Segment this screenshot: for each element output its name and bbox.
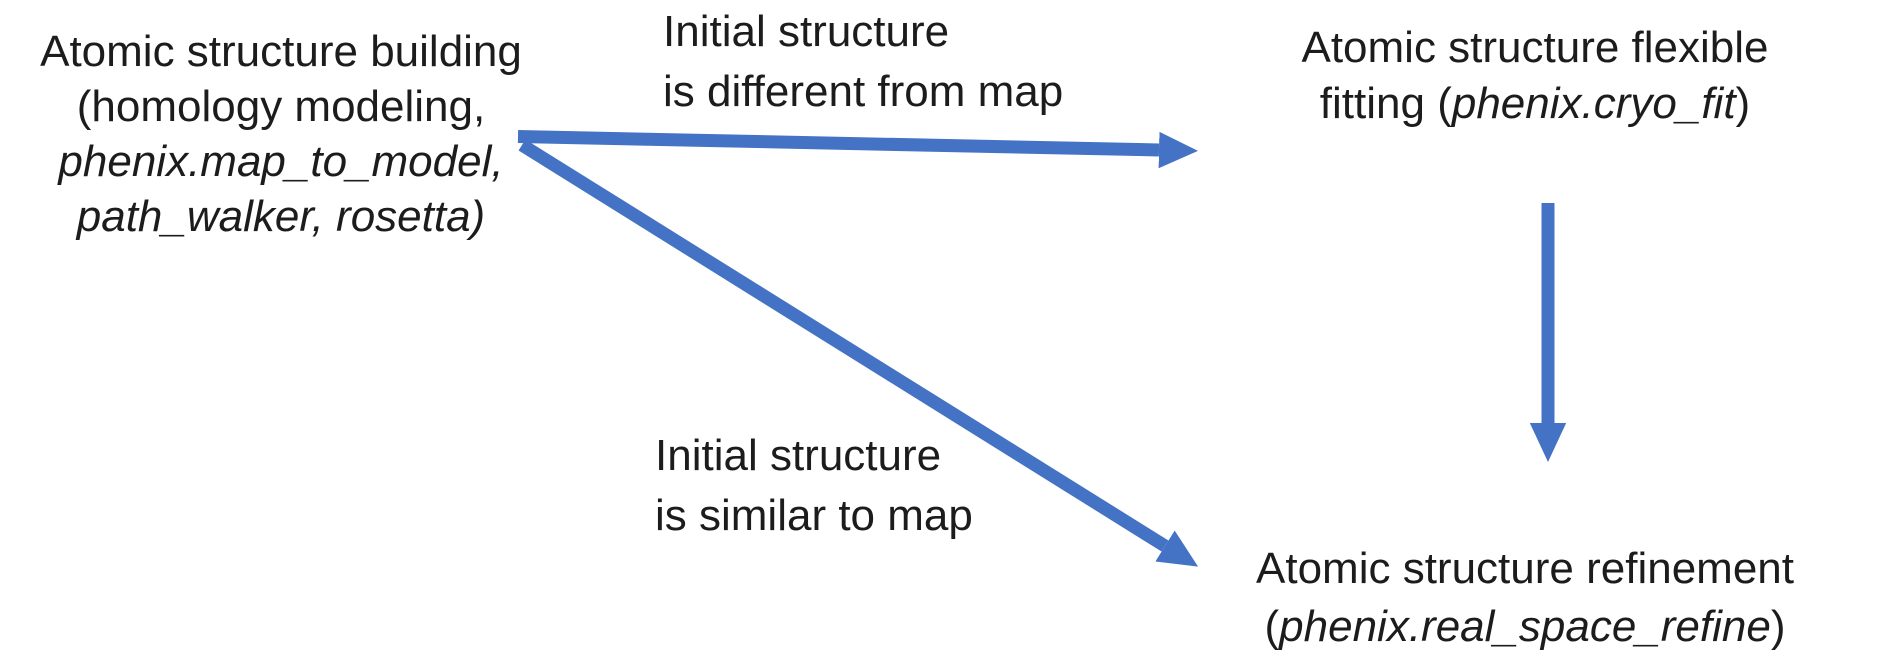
node-atomic-structure-refinement: Atomic structure refinement (phenix.real… [1245, 540, 1805, 656]
arrow-building-to-refinement [518, 139, 1199, 567]
label-similar-line2: is similar to map [655, 491, 973, 540]
node-fitting-line1: Atomic structure flexible [1301, 23, 1769, 72]
node-atomic-structure-building: Atomic structure building (homology mode… [0, 24, 562, 244]
node-refinement-line2-suffix: ) [1770, 602, 1786, 651]
node-refinement-line2-prefix: ( [1264, 602, 1280, 651]
node-refinement-program-name: phenix.real_space_refine [1279, 602, 1771, 651]
label-similar-line1: Initial structure [655, 431, 942, 480]
label-different-line2: is different from map [663, 67, 1064, 116]
label-different-line1: Initial structure [663, 7, 950, 56]
node-building-line2: (homology modeling, [76, 82, 486, 131]
node-fitting-line2-suffix: ) [1735, 79, 1751, 128]
node-building-line3: phenix.map_to_model, [58, 137, 504, 186]
node-refinement-line1: Atomic structure refinement [1256, 544, 1794, 593]
arrow-building-to-fitting [517, 130, 1198, 169]
node-atomic-structure-flexible-fitting: Atomic structure flexible fitting (pheni… [1285, 20, 1785, 132]
node-refinement-line2: (phenix.real_space_refine) [1245, 598, 1805, 656]
edge-label-initial-structure-different: Initial structure is different from map [663, 2, 1063, 122]
node-building-line1: Atomic structure building [40, 27, 522, 76]
node-fitting-line2: fitting (phenix.cryo_fit) [1285, 76, 1785, 132]
node-fitting-program-name: phenix.cryo_fit [1451, 79, 1736, 128]
node-building-line4: path_walker, rosetta) [76, 192, 486, 241]
node-fitting-line2-prefix: fitting ( [1319, 79, 1452, 128]
edge-label-initial-structure-similar: Initial structure is similar to map [655, 426, 973, 546]
